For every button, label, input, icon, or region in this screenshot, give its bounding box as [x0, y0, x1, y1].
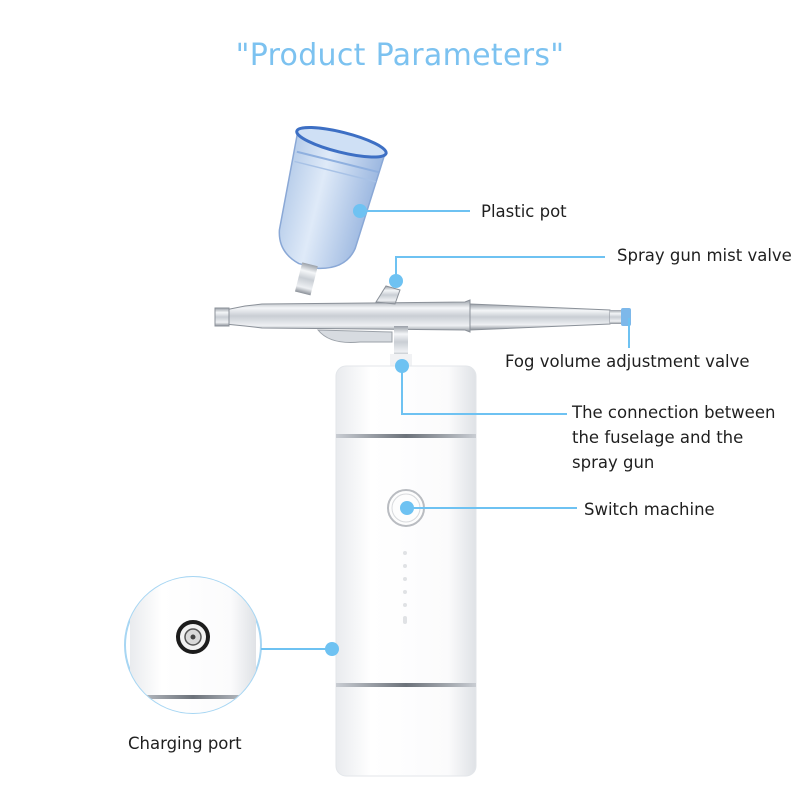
plastic-pot-leader — [360, 210, 470, 212]
spray-gun-shape — [214, 285, 631, 368]
page-title: "Product Parameters" — [235, 38, 565, 73]
mist-valve-leader-h — [395, 256, 605, 258]
connection-label-line1: The connection between — [572, 403, 776, 422]
switch-label: Switch machine — [584, 500, 715, 519]
plastic-pot-label: Plastic pot — [481, 202, 567, 221]
fog-valve-label: Fog volume adjustment valve — [505, 352, 750, 371]
charging-port-marker — [325, 642, 339, 656]
plastic-pot-shape — [278, 126, 388, 296]
connection-leader-h — [401, 413, 567, 415]
charging-port-label: Charging port — [128, 734, 242, 753]
connection-label-line2: the fuselage and the — [572, 428, 744, 447]
mist-valve-label: Spray gun mist valve — [617, 246, 792, 265]
switch-leader — [407, 507, 577, 509]
charging-port-leader — [261, 648, 327, 650]
mist-valve-marker — [389, 274, 403, 288]
mist-valve-leader-v — [395, 256, 397, 278]
fog-valve-leader — [628, 318, 630, 348]
fuselage-shape — [335, 365, 477, 777]
charging-port-inset — [124, 576, 262, 714]
connection-label-line3: spray gun — [572, 453, 655, 472]
connection-leader-v — [401, 366, 403, 414]
